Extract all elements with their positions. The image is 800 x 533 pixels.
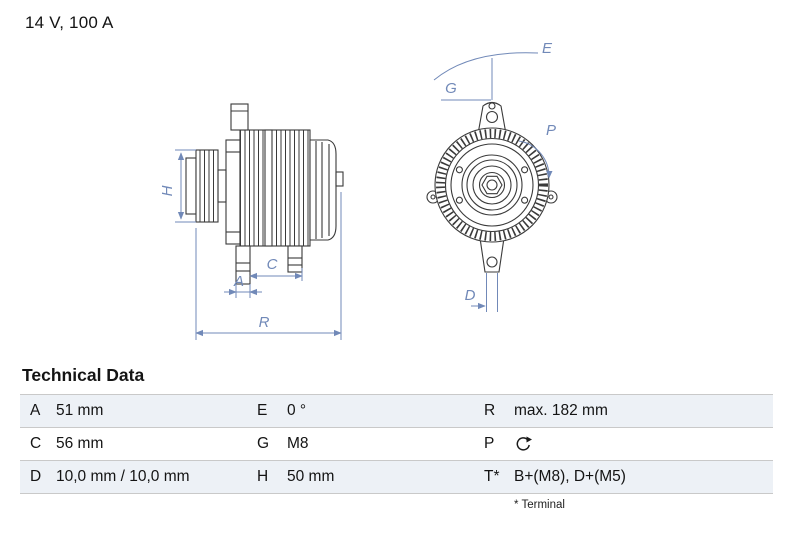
dim-label-p: P — [546, 122, 556, 139]
dim-label-e: E — [542, 40, 553, 57]
alternator-technical-drawing: H A C R E G P D — [159, 40, 558, 340]
technical-data-table: A 51 mm E 0 ° R max. 182 mm C 56 mm G M8… — [20, 394, 773, 494]
dim-label-d: D — [465, 287, 476, 304]
pulley-end-cap — [185, 157, 197, 215]
front-bracket — [225, 139, 241, 245]
spec-label: A — [30, 402, 41, 419]
dim-label-c: C — [267, 256, 278, 273]
front-bottom-lug — [479, 237, 505, 273]
dim-label-r: R — [259, 314, 270, 331]
side-view — [185, 103, 344, 285]
spec-value: 0 ° — [287, 402, 307, 419]
rear-housing — [309, 139, 337, 241]
dim-label-g: G — [445, 80, 457, 97]
table-row: C 56 mm G M8 P — [20, 428, 773, 461]
spec-value: 50 mm — [287, 468, 335, 485]
spec-value: 51 mm — [56, 402, 104, 419]
front-view — [426, 101, 558, 273]
finned-housing — [239, 129, 311, 247]
technical-data-title: Technical Data — [22, 365, 145, 385]
spec-label: H — [257, 468, 269, 485]
spec-label: E — [257, 402, 268, 419]
shaft — [217, 169, 227, 203]
dim-label-h: H — [159, 185, 176, 196]
spec-label: G — [257, 435, 270, 452]
spec-value: 56 mm — [56, 435, 104, 452]
table-row: A 51 mm E 0 ° R max. 182 mm — [20, 395, 773, 428]
spec-label: T* — [484, 468, 500, 485]
spec-value: max. 182 mm — [514, 402, 608, 419]
spec-value — [514, 436, 773, 453]
spec-value: 10,0 mm / 10,0 mm — [56, 468, 190, 485]
front-foot — [235, 245, 251, 285]
spec-label: C — [30, 435, 42, 452]
shaft-nut — [481, 175, 503, 195]
clockwise-rotation-icon — [516, 436, 532, 451]
cooling-fins-ring — [436, 129, 548, 241]
spec-label: P — [484, 435, 495, 452]
table-row: D 10,0 mm / 10,0 mm H 50 mm T* B+(M8), D… — [20, 461, 773, 494]
pulley — [195, 149, 219, 223]
spec-value: M8 — [287, 435, 309, 452]
product-rating: 14 V, 100 A — [25, 13, 114, 32]
dimension-lines — [175, 52, 553, 340]
spec-value: B+(M8), D+(M5) — [514, 468, 626, 485]
top-mount-lug — [230, 103, 249, 131]
spec-label: D — [30, 468, 42, 485]
dim-label-a: A — [233, 273, 244, 290]
terminal-lug — [335, 171, 344, 187]
dimension-labels: H A C R E G P D — [159, 40, 556, 331]
spec-label: R — [484, 402, 496, 419]
rear-foot — [287, 245, 303, 273]
terminal-footnote: * Terminal — [514, 499, 565, 511]
